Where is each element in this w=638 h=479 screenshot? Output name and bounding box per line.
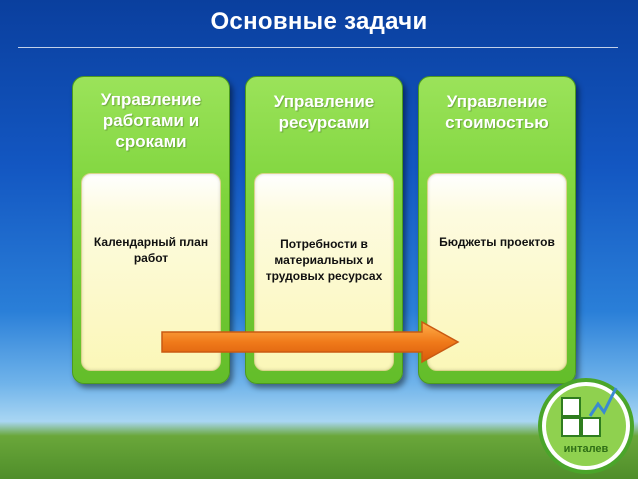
card-content-text: Бюджеты проектов — [439, 235, 555, 249]
card-content-text: Потребности в материальных и трудовых ре… — [265, 237, 383, 283]
card-title: Управление работами и сроками — [100, 90, 202, 151]
card-content-box: Бюджеты проектов — [427, 173, 567, 371]
card-title: Управление стоимостью — [445, 92, 549, 132]
logo-text: инталев — [564, 443, 609, 455]
card-schedule-management: Управление работами и сроками Календарны… — [72, 76, 230, 384]
slide-title: Основные задачи — [210, 8, 428, 35]
intalev-logo: инталев — [538, 378, 634, 474]
card-cost-management: Управление стоимостью Бюджеты проектов — [418, 76, 576, 384]
card-title: Управление ресурсами — [273, 92, 375, 132]
card-content-text: Календарный план работ — [93, 235, 209, 265]
flow-arrow-icon — [161, 320, 460, 364]
title-divider — [18, 47, 618, 48]
